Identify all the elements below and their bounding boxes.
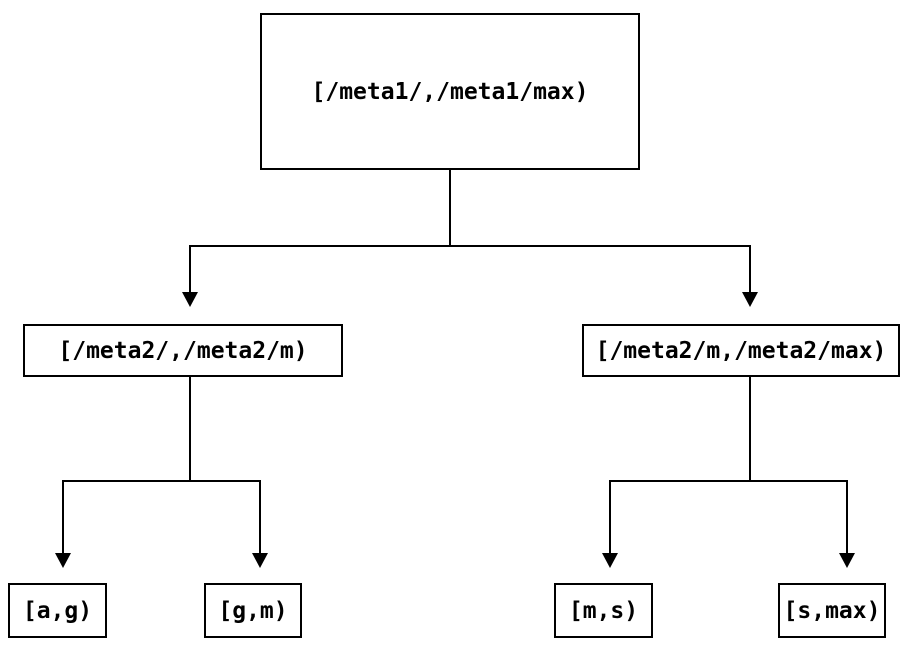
tree-node-leaf-smax: [s,max) bbox=[778, 583, 886, 638]
tree-node-leaf-smax-label: [s,max) bbox=[783, 597, 881, 624]
arrowhead-leaf-ag bbox=[55, 553, 71, 568]
tree-node-leaf-ms: [m,s) bbox=[554, 583, 653, 638]
tree-node-root-label: [/meta1/,/meta1/max) bbox=[311, 78, 589, 105]
tree-node-left-child: [/meta2/,/meta2/m) bbox=[23, 324, 343, 377]
tree-node-right-child: [/meta2/m,/meta2/max) bbox=[582, 324, 900, 377]
arrowhead-right-child bbox=[742, 292, 758, 307]
tree-node-root: [/meta1/,/meta1/max) bbox=[260, 13, 640, 170]
tree-node-leaf-ms-label: [m,s) bbox=[568, 597, 639, 624]
edge-root-to-children bbox=[182, 170, 758, 307]
arrowhead-left-child bbox=[182, 292, 198, 307]
arrowhead-leaf-gm bbox=[252, 553, 268, 568]
tree-node-leaf-gm-label: [g,m) bbox=[218, 597, 288, 624]
edge-left-child-to-leaves bbox=[55, 377, 268, 568]
tree-node-left-child-label: [/meta2/,/meta2/m) bbox=[58, 337, 308, 364]
arrowhead-leaf-ms bbox=[602, 553, 618, 568]
arrowhead-leaf-smax bbox=[839, 553, 855, 568]
tree-node-leaf-gm: [g,m) bbox=[204, 583, 302, 638]
tree-node-leaf-ag: [a,g) bbox=[8, 583, 107, 638]
edge-right-child-to-leaves bbox=[602, 377, 855, 568]
tree-node-right-child-label: [/meta2/m,/meta2/max) bbox=[595, 337, 887, 364]
tree-node-leaf-ag-label: [a,g) bbox=[22, 597, 93, 624]
